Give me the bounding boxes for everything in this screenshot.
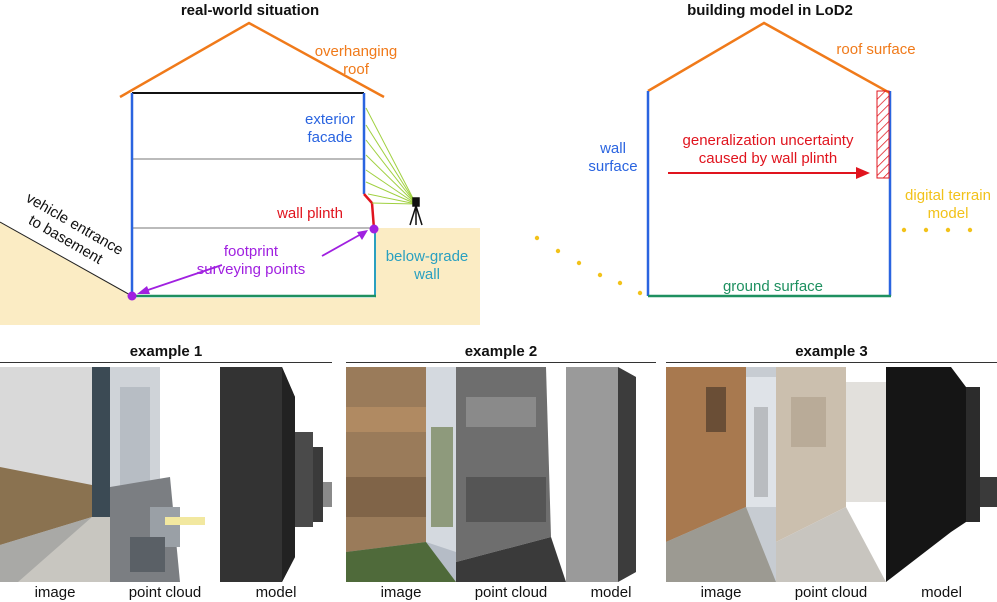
footprint-arrowhead-right [357,230,368,240]
uncertainty-label-2: caused by wall plinth [699,150,837,167]
digital-terrain-label-2: model [928,205,969,222]
below-grade-label-1: below-grade [386,248,469,265]
roof-line-right [647,21,891,95]
example-3-rule [666,362,997,363]
exterior-facade-label-2: facade [307,129,352,146]
example-3-point-cloud [776,367,886,582]
slope-line [0,221,133,297]
overhanging-roof-label-1: overhanging [315,43,398,60]
wall-surface-label-2: surface [588,158,637,175]
uncertainty-arrowhead [856,167,870,179]
roof-surface-label: roof surface [836,41,915,58]
terrain-dots [534,227,973,296]
example-2-title: example 2 [464,343,538,360]
example-1-title: example 1 [129,343,203,360]
below-grade-label-2: wall [413,266,440,283]
digital-terrain-label-1: digital terrain [905,187,991,204]
example-2-label-image: image [380,584,422,601]
top-diagrams: real-world situation overhanging roof ex… [0,2,991,325]
example-2-model [566,367,656,582]
example-1-image [0,367,110,582]
uncertainty-hatch [876,90,890,179]
wall-surface-label-1: wall [599,140,626,157]
ground-surface-label: ground surface [723,278,823,295]
footprint-label-2: surveying points [197,261,305,278]
footprint-point-left [127,291,137,301]
example-3-model [886,367,997,582]
right-title: building model in LoD2 [687,2,853,19]
ground-soil [0,222,480,325]
example-1-point-cloud [110,367,220,582]
footprint-point-right [369,224,379,234]
example-2-point-cloud [456,367,566,582]
example-2-rule [346,362,656,363]
roof-line-left [119,21,385,99]
footprint-arrow-left [141,264,223,293]
exterior-facade-label-1: exterior [305,111,355,128]
example-1-label-model: model [255,584,297,601]
example-3-label-model: model [921,584,962,601]
wall-plinth-line [363,193,376,230]
example-2-image [346,367,456,582]
footprint-arrowhead-left [137,286,150,294]
example-1-rule [0,362,332,363]
example-2-label-point-cloud: point cloud [474,584,548,601]
example-3-title: example 3 [795,343,868,360]
footprint-arrow-right [321,232,364,257]
wall-plinth-label: wall plinth [276,205,343,222]
overhanging-roof-label-2: roof [343,61,370,78]
uncertainty-label-1: generalization uncertainty [683,132,854,149]
scanner-icon [409,197,423,226]
example-2-label-model: model [590,584,632,601]
example-1-model [220,367,332,582]
footprint-label-1: footprint [224,243,279,260]
example-3-label-image: image [700,584,742,601]
example-1-label-point-cloud: point cloud [128,584,202,601]
example-3-label-point-cloud: point cloud [794,584,868,601]
left-title: real-world situation [181,2,319,19]
scan-rays [365,107,417,205]
example-3-image [666,367,776,582]
example-1-label-image: image [34,584,76,601]
